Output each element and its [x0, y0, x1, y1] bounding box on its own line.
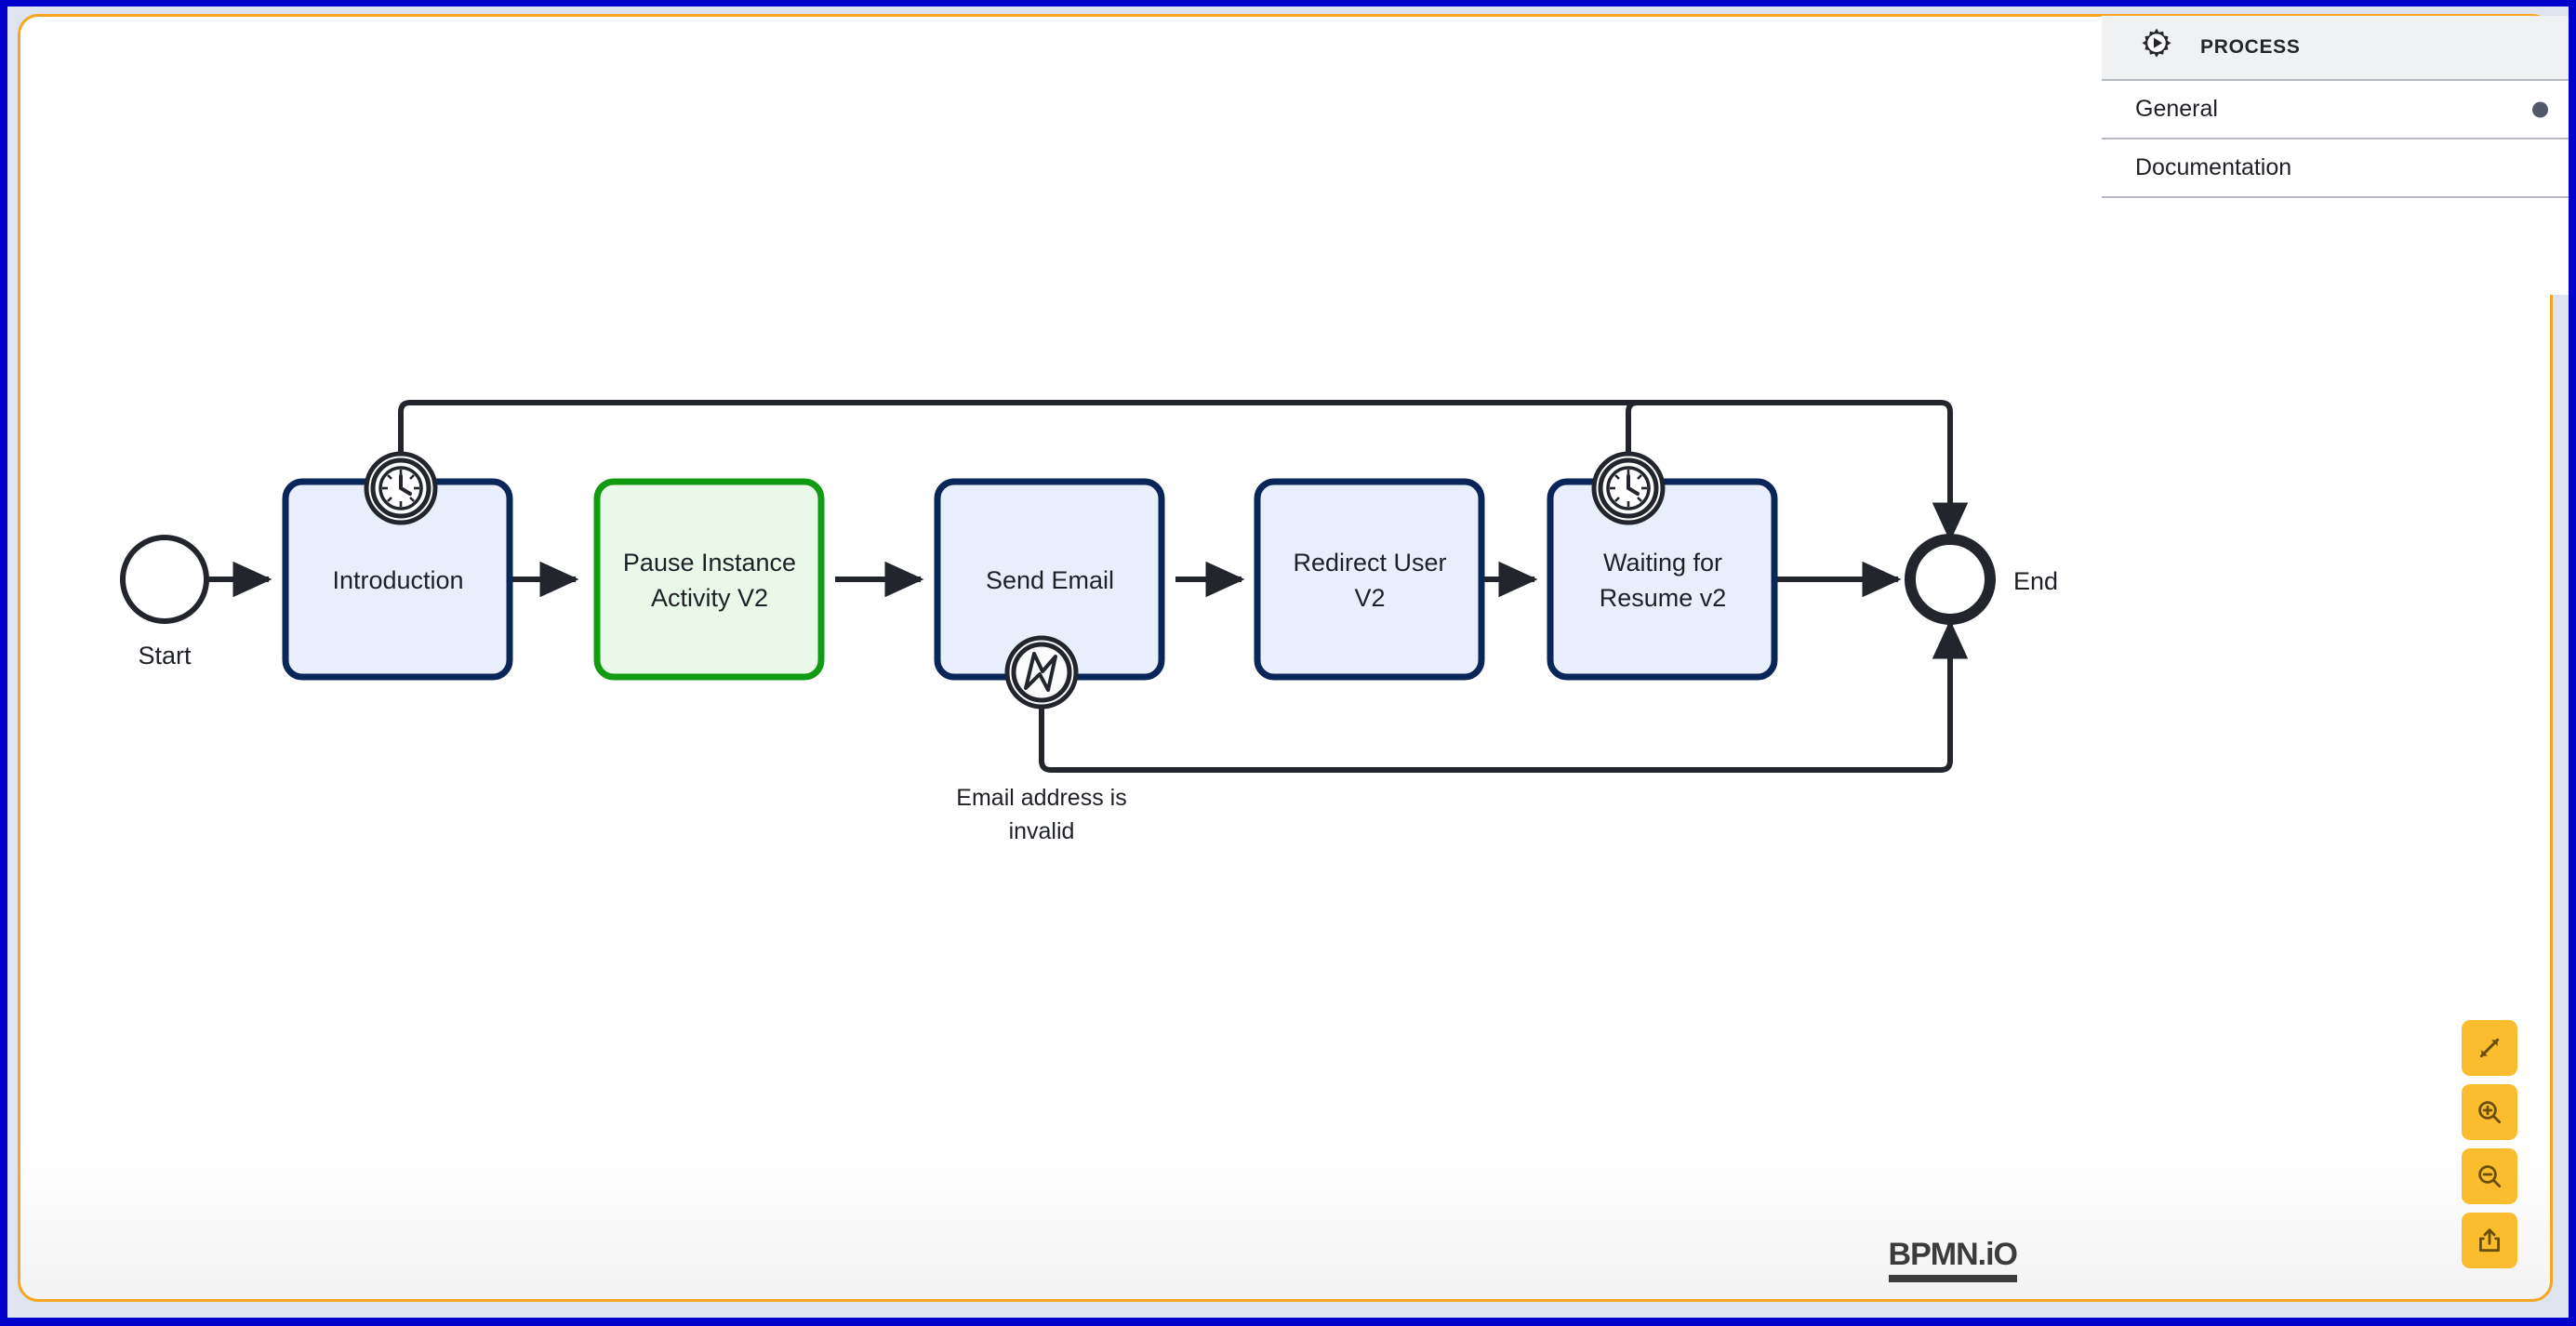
task-send-email-label: Send Email	[986, 566, 1114, 594]
magnifier-plus-icon	[2478, 1101, 2502, 1124]
start-event-label: Start	[138, 642, 192, 670]
properties-group-documentation-label: Documentation	[2135, 154, 2292, 180]
bpmnio-logo: BPMN.iO	[1888, 1237, 2018, 1282]
properties-group-documentation[interactable]: Documentation	[2102, 139, 2569, 198]
end-event-label: End	[2013, 567, 2058, 595]
clock-icon	[378, 466, 423, 511]
start-event[interactable]: Start	[120, 535, 209, 670]
properties-group-general-dot	[2532, 101, 2548, 117]
start-event-circle[interactable]	[120, 535, 209, 624]
error-boundary-flow-label-line1: Email address is	[956, 785, 1126, 811]
error-boundary-event-send-email[interactable]	[1004, 635, 1079, 709]
fit-viewport-button[interactable]	[2462, 1020, 2517, 1076]
task-waiting-label-line1: Waiting for	[1603, 549, 1722, 577]
task-send-email[interactable]: Send Email	[934, 478, 1165, 681]
error-boundary-flow-label-line2: invalid	[1009, 818, 1075, 844]
magnifier-minus-icon	[2478, 1165, 2502, 1188]
properties-group-general-label: General	[2135, 96, 2218, 122]
zoom-in-button[interactable]	[2462, 1084, 2517, 1140]
error-zigzag-icon	[1024, 652, 1057, 692]
task-waiting-shape[interactable]	[1547, 478, 1778, 681]
flow-waiting-timer-to-end[interactable]	[1626, 400, 1941, 482]
application-background: Start Introduction	[7, 7, 2569, 1318]
task-pause-shape[interactable]	[593, 478, 825, 681]
timer-boundary-event-waiting-for-resume[interactable]	[1591, 451, 1666, 525]
export-button[interactable]	[2462, 1213, 2517, 1268]
end-event[interactable]: End	[1905, 534, 2058, 625]
zoom-out-button[interactable]	[2462, 1148, 2517, 1204]
properties-panel-header: PROCESS	[2102, 16, 2569, 81]
bpmnio-logo-underline	[1888, 1275, 2017, 1282]
share-upload-icon	[2479, 1228, 2500, 1253]
task-waiting-for-resume-v2[interactable]: Waiting for Resume v2	[1547, 478, 1778, 681]
clock-icon	[1606, 466, 1651, 511]
task-redirect-shape[interactable]	[1254, 478, 1485, 681]
canvas-toolbar	[2462, 1020, 2517, 1268]
timer-boundary-event-introduction[interactable]	[364, 451, 438, 525]
properties-group-general[interactable]: General	[2102, 81, 2569, 139]
process-gear-play-icon	[2142, 28, 2171, 58]
task-pause-label-line2: Activity V2	[651, 584, 768, 612]
properties-panel: PROCESS General Documentation	[2102, 16, 2569, 295]
bpmn-diagram[interactable]: Start Introduction	[20, 17, 2553, 1302]
task-waiting-label-line2: Resume v2	[1600, 584, 1727, 612]
sequence-flows	[207, 400, 1969, 773]
flow-introduction-timer-to-end[interactable]	[398, 400, 1969, 542]
bpmnio-logo-text: BPMN.iO	[1888, 1237, 2018, 1272]
end-event-circle[interactable]	[1905, 534, 1996, 625]
task-pause-instance-activity-v2[interactable]: Pause Instance Activity V2	[593, 478, 825, 681]
task-redirect-user-v2[interactable]: Redirect User V2	[1254, 478, 1485, 681]
properties-panel-title: PROCESS	[2200, 36, 2301, 58]
task-redirect-label-line1: Redirect User	[1293, 549, 1446, 577]
task-redirect-label-line2: V2	[1354, 584, 1385, 612]
flow-send-email-error-to-end[interactable]	[1039, 619, 1969, 773]
expand-diagonal-arrows-icon	[2479, 1038, 2500, 1058]
task-pause-label-line1: Pause Instance	[623, 549, 796, 577]
task-introduction-label: Introduction	[332, 566, 463, 594]
